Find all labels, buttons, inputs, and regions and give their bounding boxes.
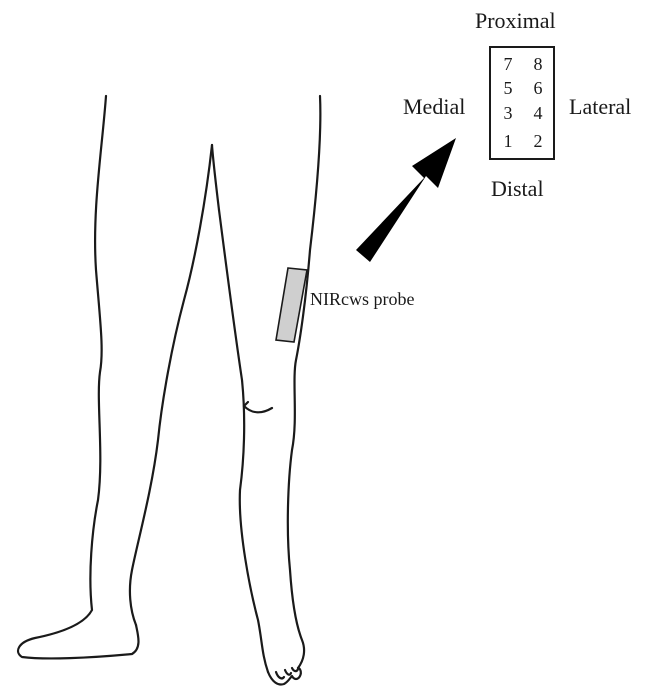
arrow-icon	[356, 138, 456, 262]
crotch-line	[212, 145, 219, 210]
channel-number: 4	[531, 104, 545, 122]
probe-label: NIRcws probe	[310, 290, 414, 308]
toe-3	[292, 668, 298, 671]
channel-grid: 7 8 5 6 3 4 1 2	[489, 46, 555, 160]
proximal-label: Proximal	[475, 10, 556, 32]
channel-number: 6	[531, 79, 545, 97]
right-leg-inner-contour	[219, 210, 268, 672]
channel-number: 7	[501, 55, 515, 73]
lateral-label: Lateral	[569, 96, 631, 118]
knee-crease	[244, 406, 272, 412]
toe-1	[276, 672, 284, 678]
channel-number: 1	[501, 132, 515, 150]
medial-label: Medial	[403, 96, 465, 118]
channel-number: 3	[501, 104, 515, 122]
distal-label: Distal	[491, 178, 544, 200]
right-leg-outer-contour	[288, 96, 321, 668]
left-leg-inner-contour	[130, 145, 212, 625]
toe-2	[285, 670, 291, 675]
channel-number: 2	[531, 132, 545, 150]
left-leg-outer-contour	[18, 96, 138, 658]
channel-number: 5	[501, 79, 515, 97]
legs-outline-icon	[18, 96, 320, 685]
probe-icon	[276, 268, 307, 342]
channel-number: 8	[531, 55, 545, 73]
